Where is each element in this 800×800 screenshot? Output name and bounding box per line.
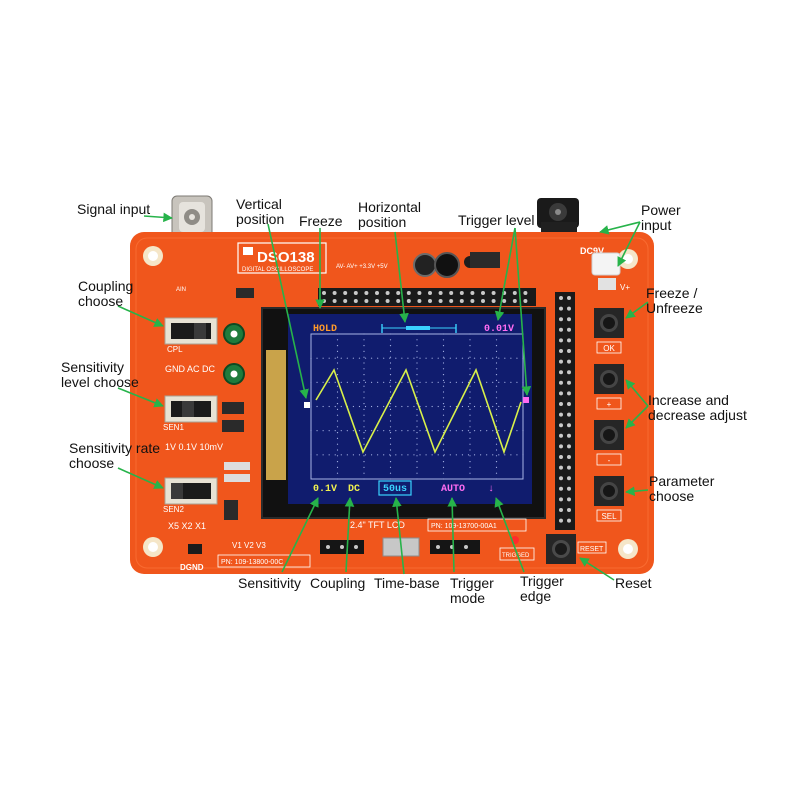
- trigger-level-text: 0.01V: [484, 324, 514, 335]
- trim-pot[interactable]: [223, 363, 245, 385]
- sen1-levels-label: 1V 0.1V 10mV: [165, 442, 223, 452]
- vertical-position-pot[interactable]: [223, 323, 245, 345]
- sensitivity-rate-switch[interactable]: [164, 477, 218, 505]
- annotation-sensitivity: Sensitivity: [238, 575, 302, 591]
- annotation-freeze-unfreeze: Freeze /Unfreeze: [646, 285, 703, 316]
- plus-button-label: +: [607, 400, 612, 409]
- right-header-pins: [555, 292, 575, 530]
- annotation-coupling: Coupling: [310, 575, 366, 591]
- v-labels: V1 V2 V3: [232, 541, 266, 550]
- status-text: HOLD: [313, 324, 337, 335]
- annotation-freeze: Freeze: [299, 213, 343, 229]
- pn-lcd-label: PN: 109-13700-00A1: [431, 523, 497, 530]
- plus-button[interactable]: +: [594, 364, 624, 410]
- vplus-label: V+: [620, 283, 630, 292]
- lcd-screen: [288, 314, 532, 504]
- ok-button-label: OK: [603, 344, 615, 353]
- annotation-time-base: Time-base: [374, 575, 440, 591]
- waveform-trace: [315, 367, 522, 455]
- trigger-level-marker: [523, 397, 529, 403]
- annotation-reset: Reset: [615, 575, 652, 591]
- bottom-header-right: [430, 540, 480, 554]
- sen2-levels-label: X5 X2 X1: [168, 521, 206, 531]
- sen1-label: SEN1: [163, 423, 184, 432]
- trigger-led-label: TRIGGED: [502, 553, 530, 559]
- coupling-text: DC: [348, 484, 360, 495]
- reset-button[interactable]: [546, 534, 576, 564]
- reset-silk-label: RESET: [580, 546, 604, 553]
- ain-label: AIN: [176, 287, 186, 293]
- minus-button[interactable]: -: [594, 420, 624, 466]
- top-header-pins: [318, 288, 536, 306]
- ok-button[interactable]: OK: [594, 308, 624, 354]
- coupling-switch[interactable]: [164, 317, 218, 345]
- sen2-label: SEN2: [163, 505, 184, 514]
- rail-label: AV- AV+ +3.3V +5V: [336, 264, 388, 270]
- sel-button[interactable]: SEL: [594, 476, 624, 522]
- dgnd-label: DGND: [180, 563, 204, 572]
- annotation-arrows: [117, 212, 649, 581]
- minus-button-label: -: [608, 456, 611, 465]
- timebase-highlight: [378, 480, 412, 496]
- sel-button-label: SEL: [601, 512, 617, 521]
- sensitivity-level-switch[interactable]: [164, 395, 218, 423]
- vertical-position-marker: [304, 402, 310, 408]
- pn-board-label: PN: 109-13800-00C: [221, 559, 283, 566]
- lcd-label: 2.4" TFT LCD: [350, 520, 405, 530]
- annotation-signal-input: Signal input: [77, 201, 151, 217]
- power-label: DC9V: [580, 246, 604, 256]
- lcd-module: [261, 307, 546, 519]
- timebase-text: 50us: [383, 484, 407, 495]
- cpl-label: CPL: [167, 345, 183, 354]
- smd-components: [222, 252, 500, 520]
- trigger-mode-text: AUTO: [441, 484, 465, 495]
- sensitivity-text: 0.1V: [313, 484, 337, 495]
- bottom-header-left: [320, 540, 364, 554]
- board-model: DSO138: [257, 249, 315, 266]
- trigger-edge-text: ↓: [488, 484, 494, 495]
- waveform-grid: [310, 333, 524, 480]
- coupling-modes-label: GND AC DC: [165, 364, 216, 374]
- annotation-trigger-level: Trigger level: [458, 212, 535, 228]
- horizontal-position-bar: [381, 324, 457, 333]
